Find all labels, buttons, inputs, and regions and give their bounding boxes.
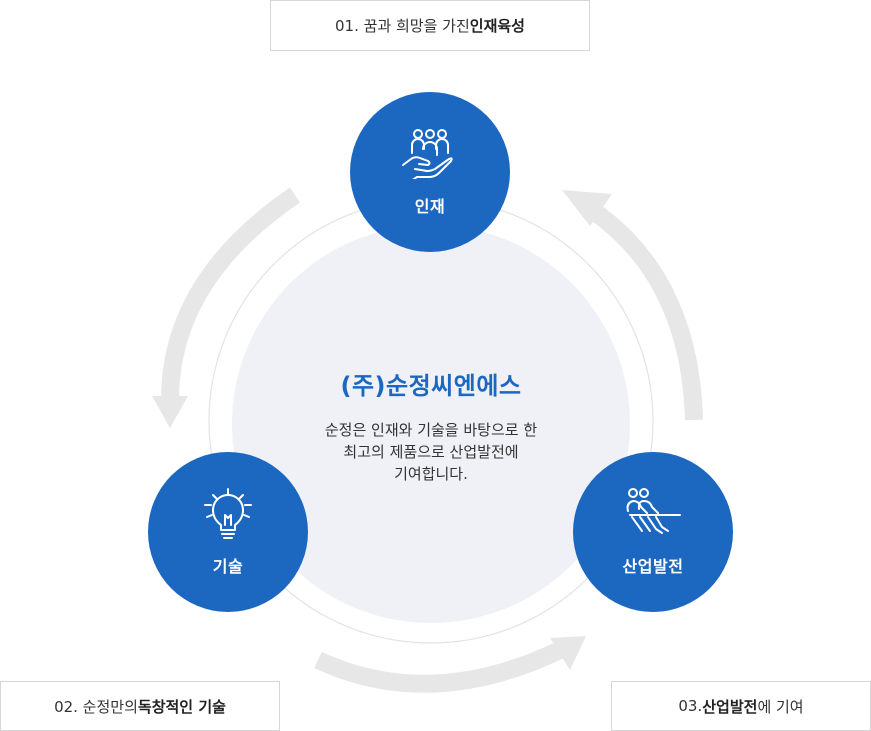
company-title: (주)순정씨엔에스 (340, 372, 522, 400)
description-line: 기여합니다. (394, 465, 468, 483)
node-label: 기술 (212, 557, 244, 576)
description-line: 순정은 인재와 기술을 바탕으로 한 (324, 421, 538, 439)
arrow-arc-right (589, 204, 703, 421)
center-circle (232, 225, 630, 623)
node-label: 산업발전 (622, 557, 684, 576)
node-label: 인재 (414, 197, 446, 216)
label-prefix: 01. 꿈과 희망을 가진 (335, 17, 470, 35)
arrowhead-left (152, 396, 188, 428)
label-prefix: 02. 순정만의 (54, 697, 138, 716)
arrowhead-bottom (550, 636, 586, 670)
label-suffix: 에 기여 (757, 697, 804, 716)
center-content: (주)순정씨엔에스 순정은 인재와 기술을 바탕으로 한 최고의 제품으로 산업… (232, 366, 630, 485)
arrow-arc-left (161, 187, 301, 401)
label-prefix: 03. (678, 697, 703, 715)
lightbulb-icon (204, 488, 252, 539)
tug-of-war-icon (626, 488, 681, 534)
node-industry: 산업발전 (573, 452, 733, 612)
label-bold: 산업발전 (702, 697, 758, 716)
label-box-technology: 02. 순정만의 독창적인 기술 (0, 681, 280, 731)
arrowhead-right (562, 190, 612, 226)
node-technology: 기술 (148, 452, 308, 612)
description-line: 최고의 제품으로 산업발전에 (343, 443, 519, 461)
label-bold: 독창적인 기술 (137, 697, 226, 716)
hand-people-icon (402, 129, 453, 179)
node-talent: 인재 (350, 92, 510, 252)
label-bold: 인재육성 (469, 17, 525, 35)
label-box-talent: 01. 꿈과 희망을 가진 인재육성 (270, 0, 590, 51)
company-description: 순정은 인재와 기술을 바탕으로 한 최고의 제품으로 산업발전에 기여합니다. (232, 419, 630, 485)
arrow-arc-bottom (314, 641, 564, 693)
